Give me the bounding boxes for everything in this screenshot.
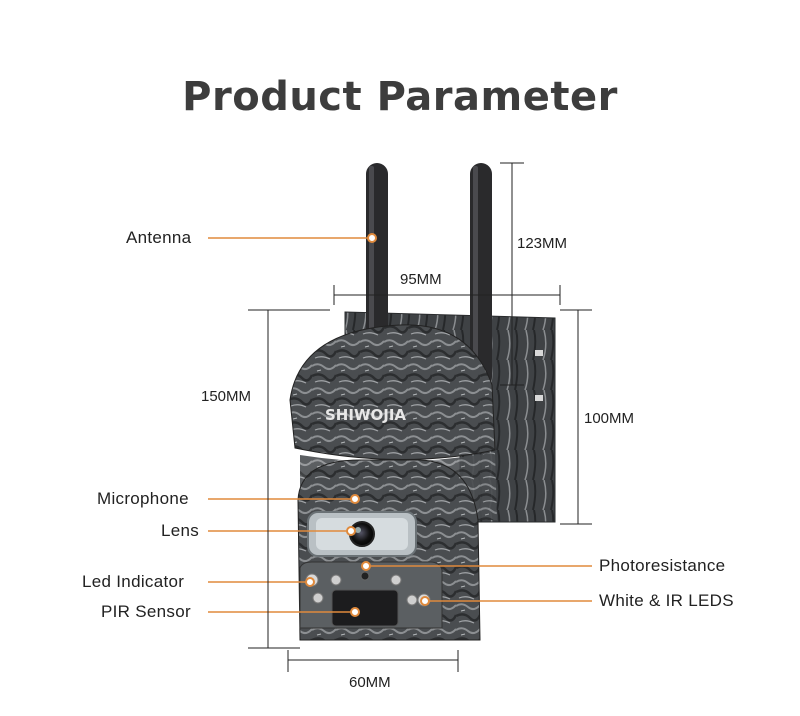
pir-sensor <box>331 589 399 627</box>
callout-led-indicator: Led Indicator <box>82 572 185 591</box>
camera-top-housing <box>289 324 496 461</box>
photoresistor <box>360 571 370 581</box>
dim-width-top: 95MM <box>400 271 442 288</box>
dim-antenna-height: 123MM <box>517 235 568 252</box>
callout-lens: Lens <box>161 521 200 540</box>
callout-white-ir-leds: White & IR LEDS <box>599 591 734 610</box>
brand-logo: SHIWOJIA <box>325 406 406 424</box>
dim-total-height: 150MM <box>201 388 252 405</box>
callout-pir-sensor: PIR Sensor <box>101 602 191 621</box>
dim-mount-height: 100MM <box>584 410 635 427</box>
callout-antenna: Antenna <box>126 228 192 247</box>
dim-bottom-width: 60MM <box>349 674 391 691</box>
callout-microphone: Microphone <box>97 489 189 508</box>
page-title: Product Parameter <box>182 74 618 120</box>
callout-photoresistance: Photoresistance <box>599 556 726 575</box>
